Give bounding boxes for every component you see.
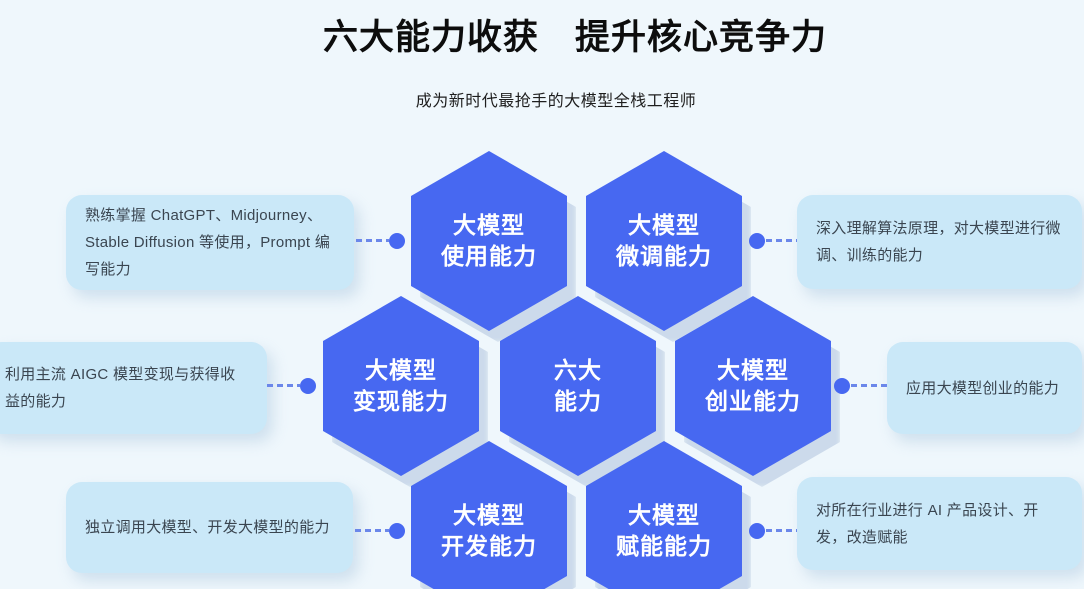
connector-dot-icon (749, 523, 765, 539)
hexagon-label-line2: 赋能能力 (616, 533, 712, 559)
hexagon-label-line1: 大模型 (453, 502, 525, 528)
connector-dot-icon (389, 523, 405, 539)
info-card-top-left: 熟练掌握 ChatGPT、Midjourney、Stable Diffusion… (66, 195, 354, 290)
connector-dash-top-left (356, 239, 389, 242)
hexagon-body: 大模型 开发能力 (411, 441, 567, 589)
connector-dash-bottom-left (355, 529, 389, 532)
hexagon-model-startup: 大模型 创业能力 (675, 296, 840, 487)
info-card-text: 独立调用大模型、开发大模型的能力 (85, 519, 330, 536)
connector-dot-icon (300, 378, 316, 394)
info-card-text: 深入理解算法原理，对大模型进行微调、训练的能力 (816, 220, 1061, 264)
hexagon-label-line2: 变现能力 (353, 388, 449, 414)
hexagon-label-line2: 微调能力 (616, 243, 712, 269)
hexagon-label-line1: 大模型 (628, 212, 700, 238)
hexagon-body: 大模型 变现能力 (323, 296, 479, 476)
connector-dash-middle-right (851, 384, 887, 387)
hexagon-label-line1: 六大 (554, 357, 602, 383)
hexagon-label-line1: 大模型 (453, 212, 525, 238)
hexagon-body: 大模型 使用能力 (411, 151, 567, 331)
info-card-middle-left: 利用主流 AIGC 模型变现与获得收益的能力 (0, 342, 267, 434)
hexagon-body: 六大 能力 (500, 296, 656, 476)
hexagon-model-empower: 大模型 赋能能力 (586, 441, 751, 589)
hexagon-body: 大模型 赋能能力 (586, 441, 742, 589)
hexagon-model-develop: 大模型 开发能力 (411, 441, 576, 589)
hexagon-label-line1: 大模型 (365, 357, 437, 383)
connector-dash-bottom-right (766, 529, 797, 532)
info-card-bottom-right: 对所在行业进行 AI 产品设计、开发，改造赋能 (797, 477, 1082, 570)
hexagon-label-line2: 使用能力 (441, 243, 537, 269)
info-card-text: 利用主流 AIGC 模型变现与获得收益的能力 (5, 366, 236, 410)
connector-dot-icon (834, 378, 850, 394)
hexagon-body: 大模型 创业能力 (675, 296, 831, 476)
page-title: 六大能力收获 提升核心竞争力 (322, 18, 827, 57)
hexagon-body: 大模型 微调能力 (586, 151, 742, 331)
hexagon-label-line1: 大模型 (628, 502, 700, 528)
hexagon-model-usage: 大模型 使用能力 (411, 151, 576, 342)
info-card-text: 熟练掌握 ChatGPT、Midjourney、Stable Diffusion… (85, 207, 331, 278)
connector-dot-icon (389, 233, 405, 249)
info-card-text: 应用大模型创业的能力 (906, 379, 1060, 397)
info-card-middle-right: 应用大模型创业的能力 (887, 342, 1082, 434)
hexagon-label-line2: 创业能力 (705, 388, 801, 414)
connector-dash-middle-left (267, 384, 300, 387)
connector-dot-icon (749, 233, 765, 249)
page-subtitle: 成为新时代最抢手的大模型全栈工程师 (415, 93, 697, 110)
hexagon-label-line2: 开发能力 (441, 533, 537, 559)
info-card-bottom-left: 独立调用大模型、开发大模型的能力 (66, 482, 353, 573)
info-card-top-right: 深入理解算法原理，对大模型进行微调、训练的能力 (797, 195, 1082, 289)
hexagon-label-line2: 能力 (554, 388, 602, 414)
hexagon-model-finetune: 大模型 微调能力 (586, 151, 751, 342)
connector-dash-top-right (766, 239, 797, 242)
hexagon-label-line1: 大模型 (717, 357, 789, 383)
info-card-text: 对所在行业进行 AI 产品设计、开发，改造赋能 (816, 501, 1039, 546)
